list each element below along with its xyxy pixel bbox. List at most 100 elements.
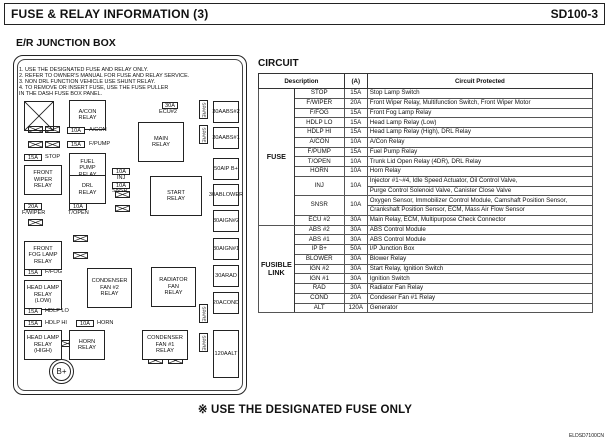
fuse-ecu2-rating: 30A: [162, 102, 178, 109]
fuse-stop-label: STOP: [45, 154, 61, 160]
battery-terminal-inner: B+: [52, 362, 71, 381]
amp-cell: 50A: [343, 244, 368, 255]
page-header: FUSE & RELAY INFORMATION (3) SD100-3: [4, 3, 605, 25]
fuse-snsr-label: SNSR: [112, 188, 128, 194]
spare-fuse-slot: SPARE: [199, 333, 208, 352]
description-cell: BLOWER: [293, 253, 345, 265]
spare-fuse-slot: SPARE: [199, 304, 208, 323]
table-header-row: Description (A) Circuit Protected: [258, 73, 594, 89]
label: IGN#1: [222, 245, 240, 252]
description-cell: ABS #2: [293, 224, 345, 236]
description-cell: HDLP HI: [293, 127, 345, 138]
rating: 120A: [214, 350, 228, 357]
amp-cell: 20A: [343, 97, 368, 109]
amp-cell: 10A: [343, 136, 368, 148]
fuse-inj-rating: 10A: [112, 168, 130, 175]
junction-box-inner-border: [17, 59, 243, 391]
label: IGN#2: [222, 217, 240, 224]
note-line: 2. REFER TO OWNER'S MANUAL FOR FUSE AND …: [19, 73, 190, 79]
circuit-protected-cell: Start Relay, Ignition Switch: [366, 263, 594, 275]
fuse-hdlplo-rating: 15A: [24, 308, 42, 315]
spare-label: SPARE: [201, 101, 206, 118]
label: RAD: [225, 272, 237, 279]
amp-cell: 120A: [343, 302, 368, 314]
circuit-protected-cell: Main Relay, ECM, Multipurpose Check Conn…: [366, 214, 594, 226]
circuit-protected-cell: Front Fog Lamp Relay: [366, 107, 594, 119]
rating: 30A: [212, 217, 223, 224]
battery-terminal-icon: B+: [49, 359, 74, 384]
spare-fuse-slot: SPARE: [199, 125, 208, 144]
fuse-snsr-rating: 10A: [112, 182, 130, 189]
group-label: FUSE: [258, 88, 295, 226]
image-code: ELDSD7100CN: [568, 433, 604, 439]
circuit-protected-cell: Fuel Pump Relay: [366, 146, 594, 158]
description-cell: IGN #1: [293, 273, 345, 284]
fuse-hdlphi-label: HDLP HI: [45, 320, 67, 326]
circuit-protected-cell: Head Lamp Relay (Low): [366, 117, 594, 128]
circuit-protected-cell: Radiator Fan Relay: [366, 283, 594, 294]
rating: 30A: [212, 108, 223, 115]
page-code: SD100-3: [550, 7, 598, 21]
description-cell: F/PUMP: [293, 146, 345, 158]
crossed-fuse-slot: [115, 191, 130, 198]
amp-cell: 30A: [343, 273, 368, 284]
note-line: IN THE DASH FUSE BOX PANEL.: [19, 91, 103, 97]
relay-condenser-fan-2: CONDENSER FAN #2 RELAY: [87, 268, 132, 308]
amp-cell: 10A: [343, 175, 368, 197]
amp-cell: 15A: [343, 117, 368, 128]
circuit-protected-cell: A/Con Relay: [366, 136, 594, 148]
circuit-protected-cell: ABS Control Module: [366, 234, 594, 245]
circuit-protected-cell: Purge Control Solenoid Valve, Canister C…: [366, 185, 594, 197]
description-cell: ABS #1: [293, 234, 345, 245]
description-cell: F/FOG: [293, 107, 345, 119]
circuit-protected-cell: Head Lamp Relay (High), DRL Relay: [366, 127, 594, 138]
relay-condenser-fan-1: CONDENSER FAN #1 RELAY: [142, 330, 188, 360]
circuit-title: CIRCUIT: [258, 58, 299, 69]
amp-cell: 15A: [343, 107, 368, 119]
fuse-ecu2-label: ECU#2: [159, 109, 178, 115]
relay-drl: DRL RELAY: [69, 175, 106, 204]
crossed-fuse-slot: [45, 126, 60, 133]
description-cell: IP B+: [293, 244, 345, 255]
fuse-acon-label: A/CON: [89, 127, 107, 133]
fuse-fpump-rating: 15A: [67, 141, 85, 148]
relay-head-lamp-low: HEAD LAMP RELAY (LOW): [24, 280, 62, 310]
label: BLOWER: [218, 191, 244, 198]
usage-notes: 1. USE THE DESIGNATED FUSE AND RELAY ONL…: [19, 67, 242, 97]
circuit-protected-cell: Stop Lamp Switch: [366, 88, 594, 99]
crossed-fuse-slot: [28, 141, 43, 148]
fuse-horn-rating: 10A: [76, 320, 94, 327]
description-cell: ALT: [293, 302, 345, 314]
section-title: E/R JUNCTION BOX: [16, 37, 116, 49]
circuit-protected-cell: Trunk Lid Open Relay (4DR), DRL Relay: [366, 156, 594, 167]
col-header-amp: (A): [343, 73, 368, 89]
rating: 30A: [215, 272, 226, 279]
circuit-protected-cell: Crankshaft Position Sensor, ECM, Mass Ai…: [366, 205, 594, 216]
rating: 20A: [212, 299, 223, 306]
rating: 30A: [212, 245, 223, 252]
rating: 30A: [212, 134, 223, 141]
description-cell: SNSR: [293, 195, 345, 216]
rating: 50A: [214, 165, 225, 172]
description-cell: RAD: [293, 283, 345, 294]
